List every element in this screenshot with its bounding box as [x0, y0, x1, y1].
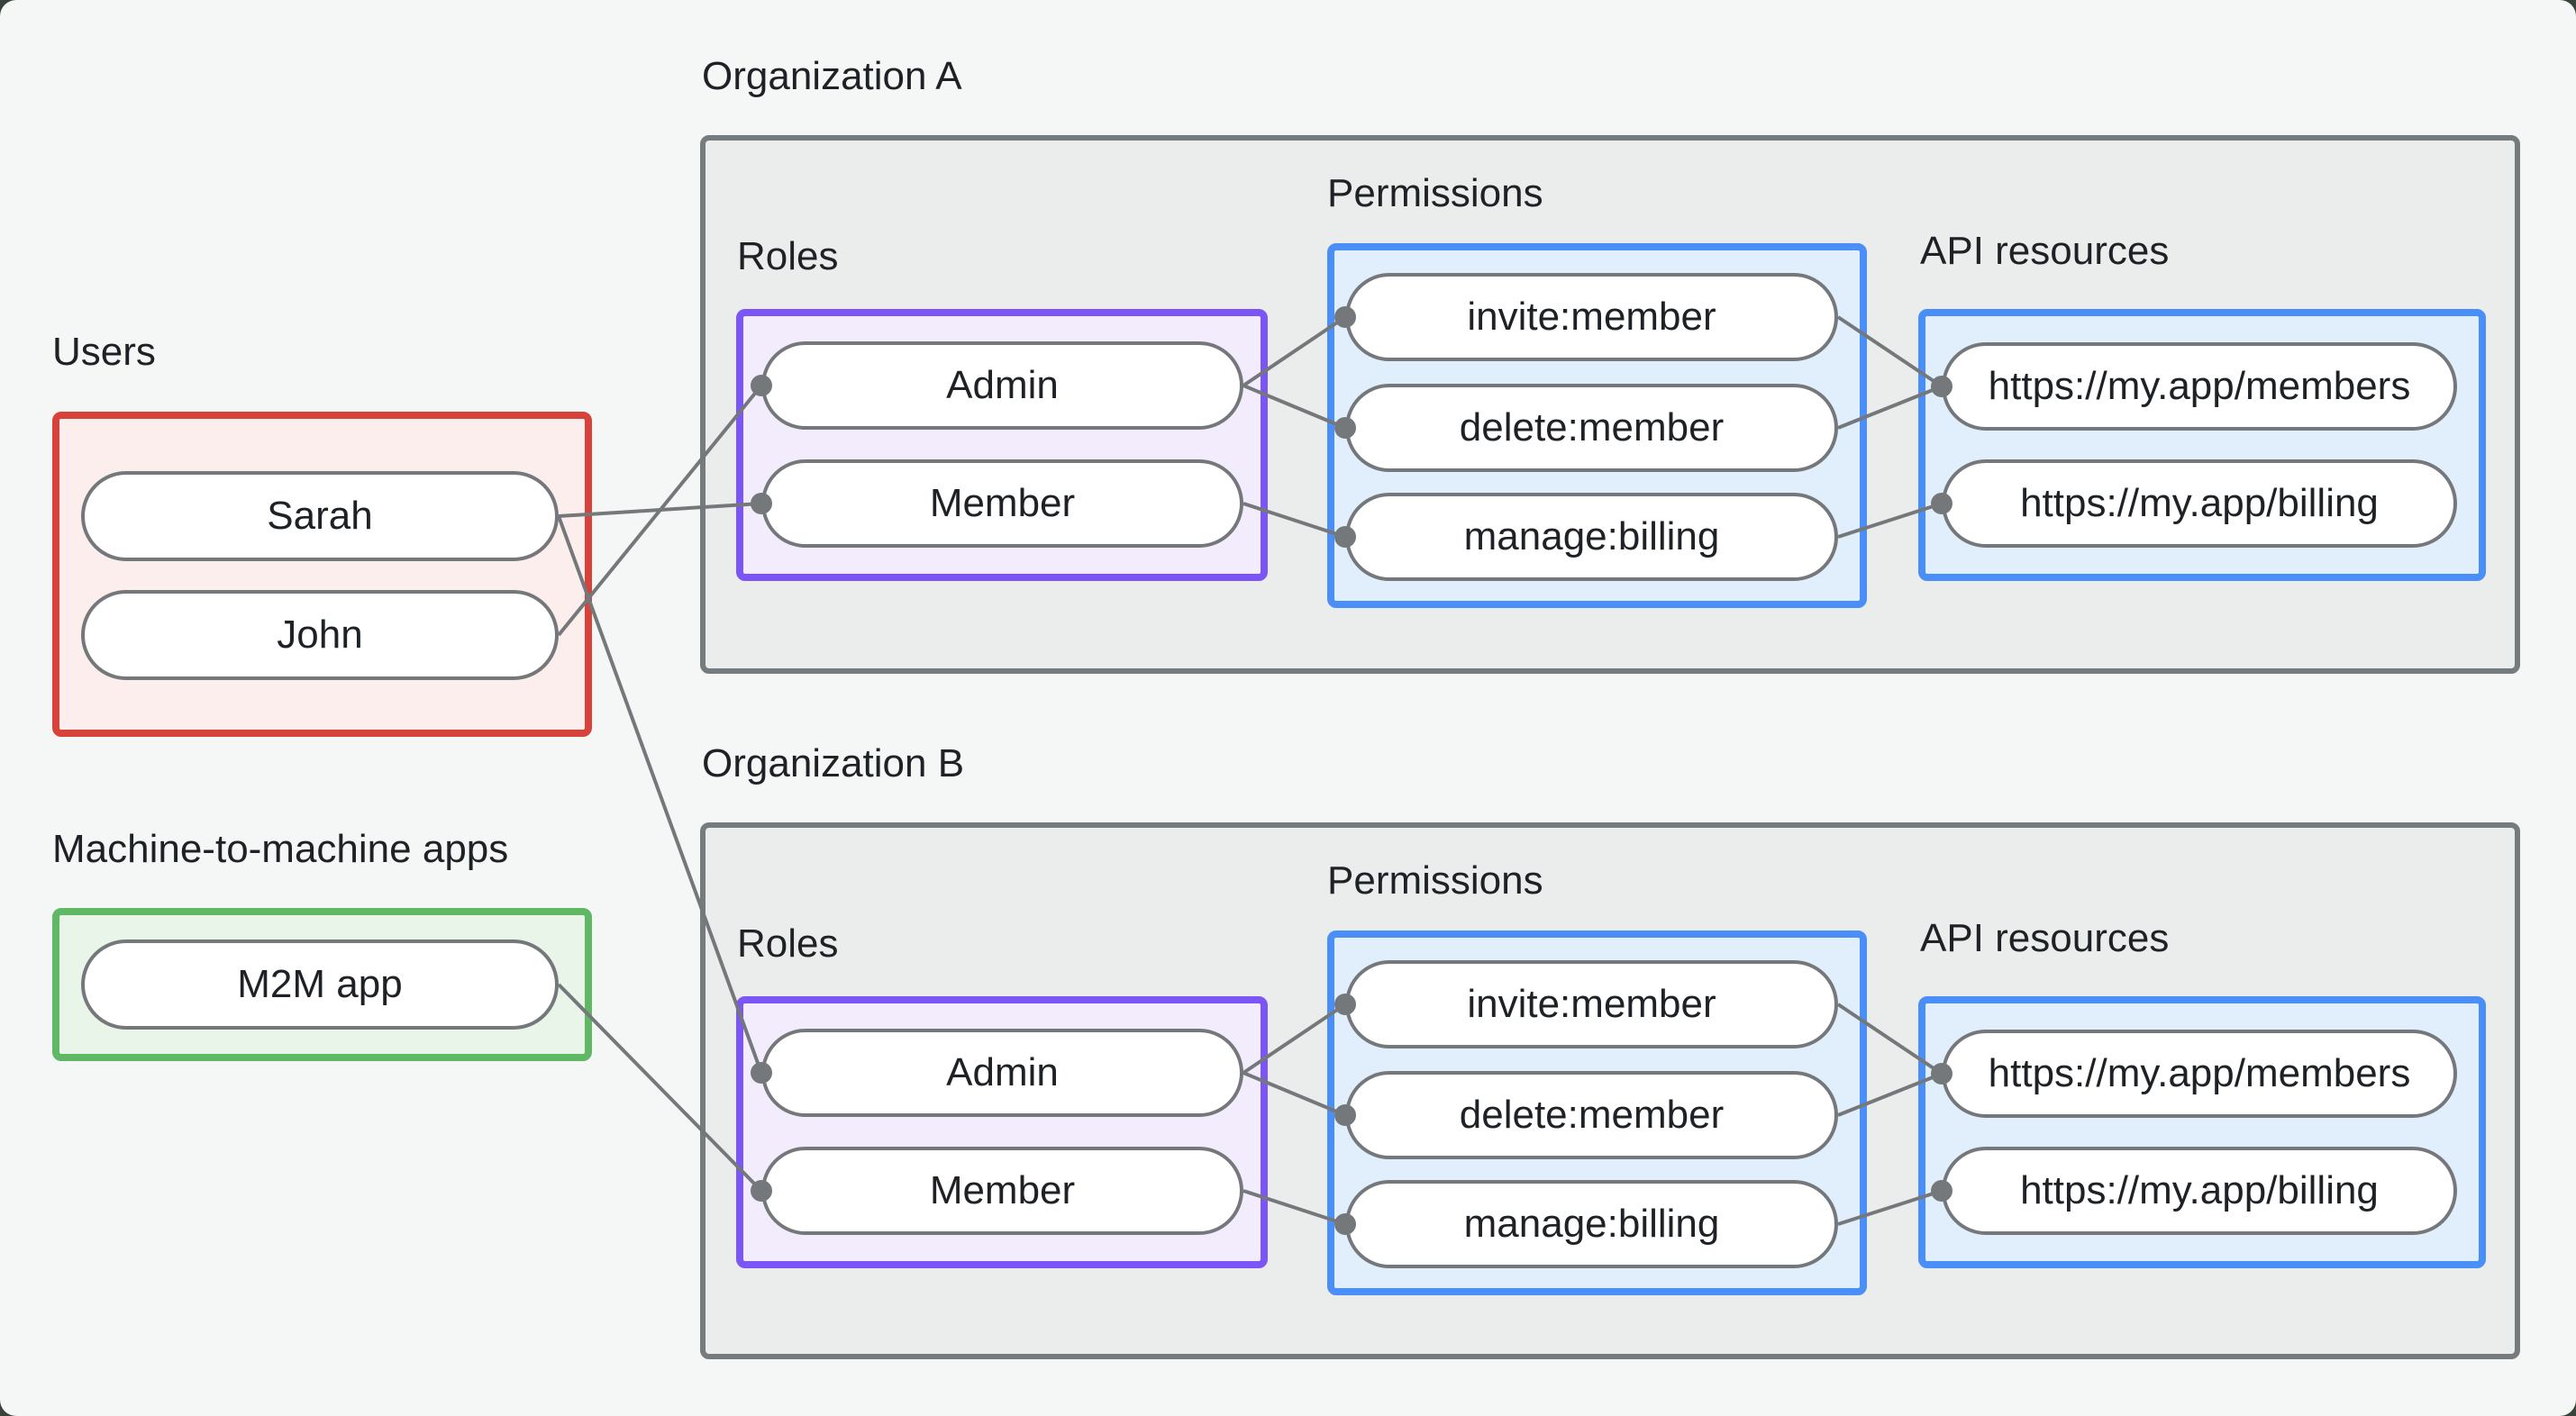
user-node-john: John [81, 590, 559, 680]
org-a-role-admin: Admin [761, 341, 1243, 430]
org-a-role-member: Member [761, 459, 1243, 548]
org-a-perm-manage: manage:billing [1345, 493, 1838, 581]
org-a-perm-delete: delete:member [1345, 384, 1838, 472]
org-a-roles-label: Roles [737, 234, 839, 278]
org-a-title: Organization A [702, 54, 962, 98]
m2m-group-label: Machine-to-machine apps [52, 827, 509, 871]
org-a-api-members: https://my.app/members [1942, 342, 2457, 431]
org-b-role-member: Member [761, 1147, 1243, 1235]
org-b-roles-label: Roles [737, 921, 839, 966]
org-b-permissions-label: Permissions [1327, 858, 1543, 903]
org-a-perm-invite: invite:member [1345, 273, 1838, 361]
org-b-api-label: API resources [1920, 916, 2170, 960]
users-group-box [52, 412, 592, 737]
org-b-perm-manage: manage:billing [1345, 1180, 1838, 1268]
org-a-permissions-label: Permissions [1327, 171, 1543, 215]
org-b-role-admin: Admin [761, 1029, 1243, 1117]
org-a-api-label: API resources [1920, 229, 2170, 273]
user-node-sarah: Sarah [81, 471, 559, 561]
org-b-title: Organization B [702, 741, 965, 785]
org-a-api-billing: https://my.app/billing [1942, 459, 2457, 548]
org-b-api-members: https://my.app/members [1942, 1030, 2457, 1118]
users-group-label: Users [52, 330, 156, 374]
org-b-perm-delete: delete:member [1345, 1071, 1838, 1159]
m2m-app-node: M2M app [81, 939, 559, 1030]
org-b-perm-invite: invite:member [1345, 960, 1838, 1048]
org-b-api-billing: https://my.app/billing [1942, 1147, 2457, 1235]
